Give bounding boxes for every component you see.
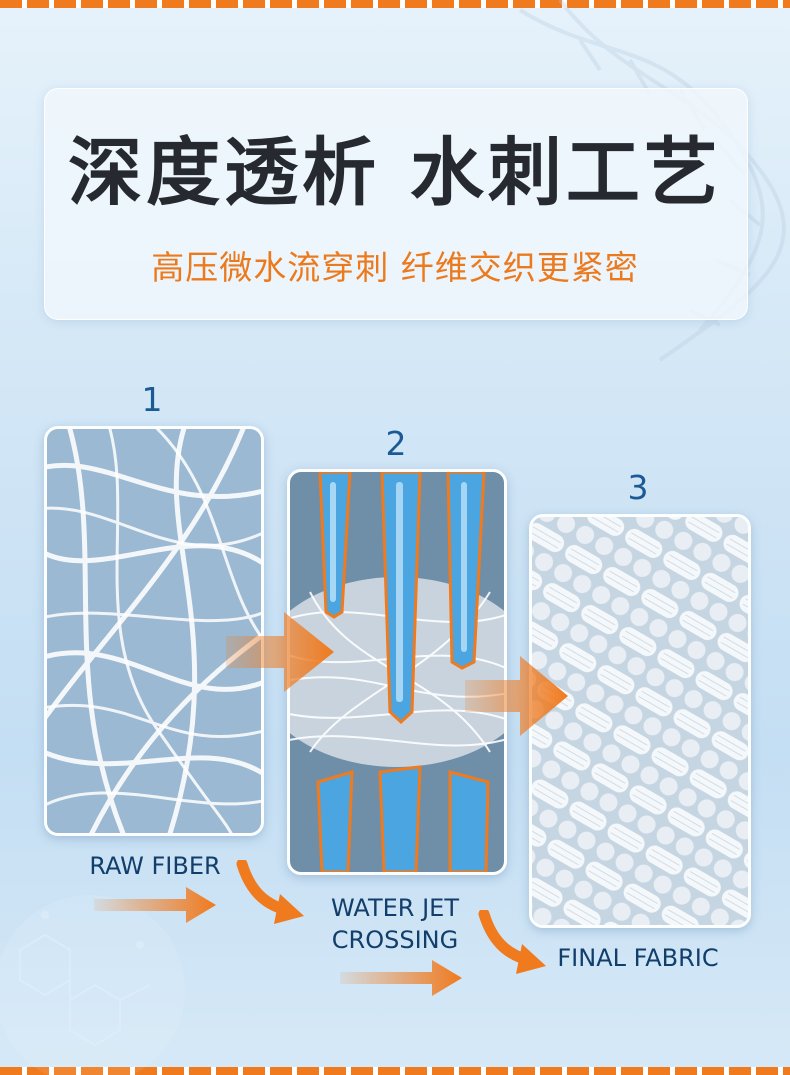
- arrow-right-icon: [340, 960, 462, 996]
- arrow-right-icon: [236, 860, 304, 924]
- step-number-1: 1: [141, 380, 163, 419]
- bottom-dashed-border: [0, 1067, 790, 1075]
- arrow-right-icon: [465, 656, 568, 736]
- step-label-water-jet-line2: CROSSING: [331, 926, 459, 954]
- title-panel: [44, 88, 748, 320]
- step-number-2: 2: [385, 424, 407, 463]
- arrow-right-icon: [94, 887, 216, 923]
- arrow-right-icon: [226, 612, 334, 692]
- water-jet-image: [287, 469, 507, 875]
- step-label-water-jet-line1: WATER JET: [330, 894, 459, 922]
- page-subtitle: 高压微水流穿刺 纤维交织更紧密: [151, 248, 639, 287]
- molecule-icon: [0, 895, 185, 1075]
- step-label-raw-fiber: RAW FIBER: [89, 852, 221, 880]
- step-label-final-fabric: FINAL FABRIC: [557, 944, 719, 972]
- final-fabric-image: [529, 514, 751, 928]
- arrow-right-icon: [478, 910, 546, 974]
- raw-fiber-image: [44, 426, 264, 836]
- page-title: 深度透析 水刺工艺: [68, 130, 722, 216]
- step-label-water-jet: WATER JET CROSSING: [305, 892, 485, 956]
- top-dashed-border: [0, 0, 790, 8]
- step-number-3: 3: [627, 468, 649, 507]
